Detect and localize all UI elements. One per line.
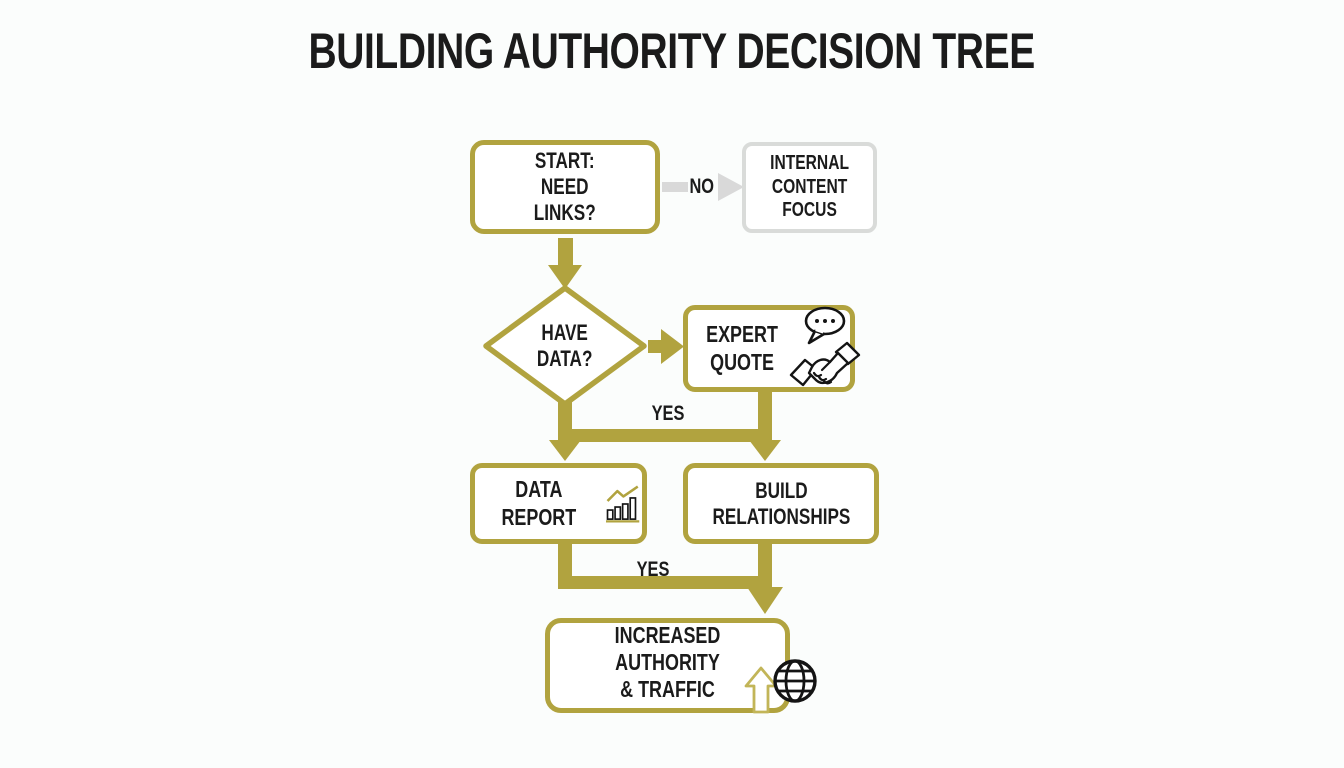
node-internal-content-focus: INTERNAL CONTENT FOCUS (742, 142, 877, 233)
junction1-left-head (549, 440, 581, 461)
no-arrow-stem (662, 182, 688, 192)
page-title: BUILDING AUTHORITY DECISION TREE (0, 22, 1344, 80)
start-down-arrow-stem (558, 238, 573, 268)
node-increased-authority: INCREASED AUTHORITY & TRAFFIC (545, 618, 790, 713)
start-down-arrow-head (548, 265, 582, 289)
node-build-relationships: BUILD RELATIONSHIPS (683, 463, 879, 544)
handshake-icon (789, 341, 861, 387)
node-have-data: HAVE DATA? (505, 316, 625, 376)
edge-label-yes-top: YES (651, 402, 685, 425)
edge-label-no: NO (689, 175, 715, 198)
junction2-left-stem (558, 541, 572, 579)
node-internal-label: INTERNAL CONTENT FOCUS (770, 152, 849, 222)
junction1-right-head (749, 440, 781, 461)
node-data-report: DATA REPORT (470, 463, 647, 544)
edge-label-yes-bottom: YES (636, 558, 670, 581)
bar-chart-icon (605, 485, 639, 523)
node-start-label: START: NEED LINKS? (534, 148, 596, 225)
node-expert-quote-label: EXPERT QUOTE (706, 321, 778, 375)
junction2-bar (558, 576, 772, 589)
node-build-relationships-label: BUILD RELATIONSHIPS (712, 477, 850, 529)
diamond-right-arrow-head (661, 329, 684, 364)
junction2-right-stem (758, 541, 772, 589)
no-arrow-head (718, 173, 744, 201)
globe-icon (773, 659, 817, 703)
diamond-right-arrow-stem (648, 340, 663, 353)
node-increased-authority-label: INCREASED AUTHORITY & TRAFFIC (614, 621, 721, 703)
junction2-right-head (747, 587, 783, 614)
junction1-right-stem (758, 390, 772, 442)
node-start: START: NEED LINKS? (470, 140, 660, 234)
junction1-bar (558, 429, 772, 442)
node-have-data-label: HAVE DATA? (537, 320, 593, 371)
page-title-text: BUILDING AUTHORITY DECISION TREE (308, 23, 1036, 79)
node-data-report-label: DATA REPORT (501, 476, 577, 530)
speech-bubble-icon (804, 306, 846, 345)
